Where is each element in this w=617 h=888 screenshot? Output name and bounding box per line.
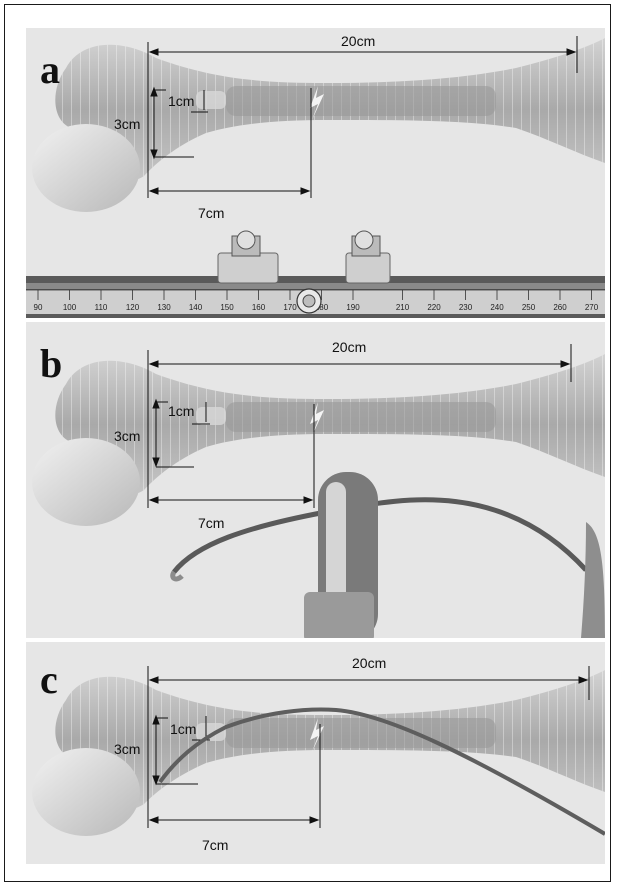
cortex-label: 1cm: [168, 94, 194, 108]
ruler-tick-label: 160: [252, 303, 266, 312]
length-label: 20cm: [341, 34, 375, 48]
fracture-distance-label: 7cm: [198, 206, 224, 220]
fracture-distance-label: 7cm: [202, 838, 228, 852]
ruler-tick-label: 220: [427, 303, 441, 312]
ruler-tick-label: 120: [126, 303, 140, 312]
ruler-tick-label: 260: [553, 303, 567, 312]
ruler-tick-label: 100: [63, 303, 77, 312]
ruler-tick-label: 170: [283, 303, 297, 312]
ruler-tick-label: 240: [490, 303, 504, 312]
cortex-label: 1cm: [170, 722, 196, 736]
femur-drawing-b: [26, 322, 605, 638]
ruler-tick-label: 90: [34, 303, 43, 312]
width-label: 3cm: [114, 742, 140, 756]
panel-label: b: [40, 344, 62, 384]
drill-guide-icon: [173, 472, 605, 638]
ruler-tick-label: 210: [396, 303, 410, 312]
panel-b: b 20cm 1cm 3cm 7cm: [26, 322, 605, 638]
ruler-tick-label: 230: [459, 303, 473, 312]
ruler-tick-label: 140: [189, 303, 203, 312]
panel-label: a: [40, 50, 60, 90]
length-label: 20cm: [352, 656, 386, 670]
ruler-tick-label: 190: [346, 303, 360, 312]
ruler-tick-label: 110: [95, 303, 108, 312]
panel-c: c 20cm 1cm 3cm 7cm: [26, 642, 605, 864]
ruler-tick-label: 130: [157, 303, 171, 312]
ruler-tick-label: 270: [585, 303, 599, 312]
clamp-icon: [346, 231, 390, 283]
cortex-label: 1cm: [168, 404, 194, 418]
length-label: 20cm: [332, 340, 366, 354]
width-label: 3cm: [114, 429, 140, 443]
ruler-tick-label: 150: [220, 303, 234, 312]
width-label: 3cm: [114, 117, 140, 131]
fracture-distance-label: 7cm: [198, 516, 224, 530]
ruler-tick-label: 250: [522, 303, 536, 312]
femur-drawing-c: [26, 642, 605, 864]
clamp-icon: [218, 231, 278, 283]
panel-label: c: [40, 660, 58, 700]
